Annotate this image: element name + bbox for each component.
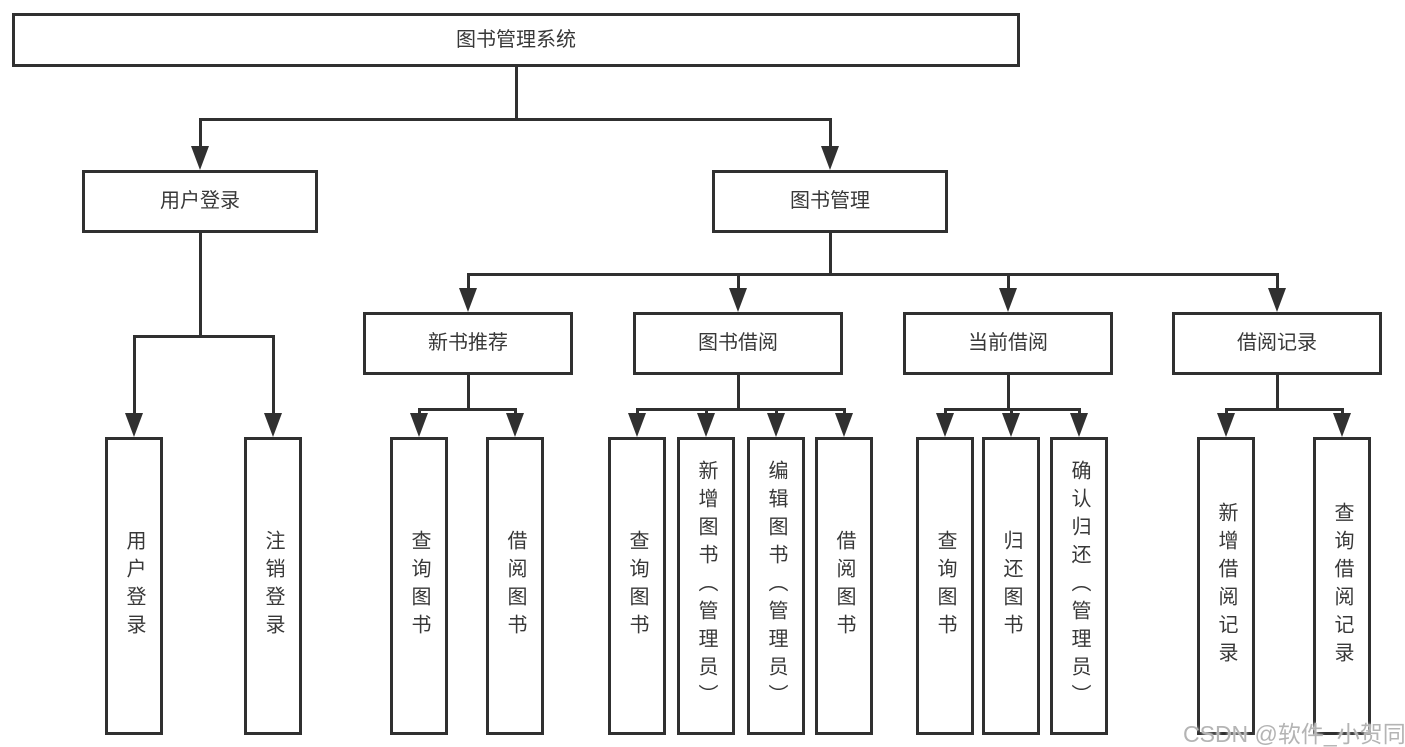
connector-rail-borrowing-children [636, 408, 846, 411]
csdn-watermark: CSDN @软件_小贺同学 [1183, 721, 1405, 747]
arrowhead-to-borrowing-add [697, 413, 715, 437]
leaf-current-query-book: 查询图书 [916, 437, 974, 735]
leaf-recommend-borrow-book: 借阅图书 [486, 437, 544, 735]
arrow-line-to-user-login [199, 118, 202, 148]
node-new-book-recommend: 新书推荐 [363, 312, 573, 375]
arrow-line-to-new-book-recommend [467, 273, 470, 291]
arrowhead-to-leaf-user-login [125, 413, 143, 437]
arrowhead-to-current-borrowing [999, 288, 1017, 312]
connector-rail-book-management-children [467, 273, 1279, 276]
arrowhead-to-borrowing-query [628, 413, 646, 437]
leaf-logout: 注销登录 [244, 437, 302, 735]
connector-rail-recommend-children [418, 408, 517, 411]
arrow-line-to-borrowing-records [1276, 273, 1279, 291]
leaf-records-add-record: 新增借阅记录 [1197, 437, 1255, 735]
arrowhead-to-book-management [821, 146, 839, 170]
arrowhead-to-new-book-recommend [459, 288, 477, 312]
connector-stem-root [515, 67, 518, 118]
connector-stem-borrowing-records [1276, 375, 1279, 411]
arrowhead-to-user-login [191, 146, 209, 170]
arrow-line-to-book-borrowing [737, 273, 740, 291]
arrowhead-to-book-borrowing [729, 288, 747, 312]
arrow-line-to-recommend-borrow [514, 408, 517, 416]
connector-stem-book-management [829, 233, 832, 276]
arrow-line-to-borrowing-edit [775, 408, 778, 416]
arrowhead-to-records-query [1333, 413, 1351, 437]
arrow-line-to-current-query [944, 408, 947, 416]
arrowhead-to-records-add [1217, 413, 1235, 437]
arrow-line-to-leaf-user-login [133, 335, 136, 415]
node-root: 图书管理系统 [12, 13, 1020, 67]
connector-rail-user-login-children [133, 335, 275, 338]
arrow-line-to-current-borrowing [1007, 273, 1010, 291]
node-borrowing-records: 借阅记录 [1172, 312, 1382, 375]
arrow-line-to-recommend-query [418, 408, 421, 416]
arrow-line-to-borrowing-query [636, 408, 639, 416]
leaf-current-return-book: 归还图书 [982, 437, 1040, 735]
connector-stem-new-book-recommend [467, 375, 470, 411]
node-book-management: 图书管理 [712, 170, 948, 233]
arrowhead-to-borrowing-edit [767, 413, 785, 437]
arrowhead-to-current-query [936, 413, 954, 437]
connector-stem-book-borrowing [737, 375, 740, 411]
node-book-borrowing: 图书借阅 [633, 312, 843, 375]
arrowhead-to-borrowing-borrow [835, 413, 853, 437]
arrow-line-to-borrowing-add [705, 408, 708, 416]
arrow-line-to-current-return [1010, 408, 1013, 416]
leaf-recommend-query-book: 查询图书 [390, 437, 448, 735]
arrowhead-to-recommend-query [410, 413, 428, 437]
arrowhead-to-current-confirm [1070, 413, 1088, 437]
leaf-user-login: 用户登录 [105, 437, 163, 735]
arrow-line-to-records-add [1225, 408, 1228, 416]
leaf-borrowing-query-book: 查询图书 [608, 437, 666, 735]
node-current-borrowing: 当前借阅 [903, 312, 1113, 375]
arrow-line-to-leaf-logout [272, 335, 275, 415]
leaf-borrowing-borrow-book: 借阅图书 [815, 437, 873, 735]
arrow-line-to-borrowing-borrow [843, 408, 846, 416]
node-user-login: 用户登录 [82, 170, 318, 233]
connector-rail-records-children [1225, 408, 1344, 411]
arrow-line-to-current-confirm [1078, 408, 1081, 416]
arrow-line-to-book-management [829, 118, 832, 148]
leaf-borrowing-add-book-admin: 新增图书（管理员） [677, 437, 735, 735]
connector-stem-user-login [199, 233, 202, 338]
leaf-current-confirm-return-admin: 确认归还（管理员） [1050, 437, 1108, 735]
arrow-line-to-records-query [1341, 408, 1344, 416]
arrowhead-to-current-return [1002, 413, 1020, 437]
arrowhead-to-leaf-logout [264, 413, 282, 437]
connector-stem-current-borrowing [1007, 375, 1010, 411]
leaf-borrowing-edit-book-admin: 编辑图书（管理员） [747, 437, 805, 735]
arrowhead-to-recommend-borrow [506, 413, 524, 437]
arrowhead-to-borrowing-records [1268, 288, 1286, 312]
connector-rail-level1 [199, 118, 832, 121]
leaf-records-query-record: 查询借阅记录 [1313, 437, 1371, 735]
